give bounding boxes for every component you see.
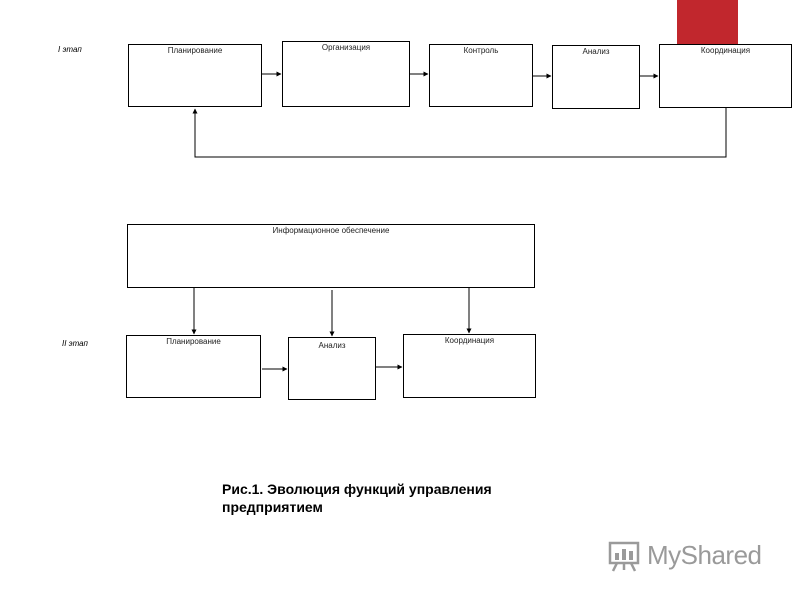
stage1-box-analysis-label: Анализ xyxy=(582,47,610,56)
stage2-box-analysis: Анализ xyxy=(288,337,376,400)
stage2-box-planning-label: Планирование xyxy=(166,337,221,346)
red-corner-decoration xyxy=(677,0,738,48)
stage2-box-planning: Планирование xyxy=(126,335,261,398)
stage1-box-coordination: Координация xyxy=(659,44,792,108)
feedback-loop-arrow xyxy=(192,108,727,158)
stage1-box-control-label: Контроль xyxy=(463,46,499,55)
stage2-box-analysis-label: Анализ xyxy=(318,341,346,350)
stage1-box-planning-label: Планирование xyxy=(167,46,223,55)
watermark-text: MyShared xyxy=(647,539,762,570)
stage2-box-info-support: Информационное обеспечение xyxy=(127,224,535,288)
stage-2-label: II этап xyxy=(62,339,88,348)
figure-caption: Рис.1. Эволюция функций управления предп… xyxy=(222,481,492,515)
stage2-box-info-support-label: Информационное обеспечение xyxy=(272,226,390,235)
presentation-board-icon xyxy=(608,541,640,572)
stage1-box-analysis: Анализ xyxy=(552,45,640,109)
watermark: MyShared xyxy=(607,538,762,572)
stage1-box-organization: Организация xyxy=(282,41,410,107)
stage2-box-coordination-label: Координация xyxy=(444,336,495,345)
stage1-box-coordination-label: Координация xyxy=(700,46,751,55)
stage1-box-organization-label: Организация xyxy=(321,43,371,52)
stage-1-label: I этап xyxy=(58,45,82,54)
stage1-box-planning: Планирование xyxy=(128,44,262,107)
stage1-box-control: Контроль xyxy=(429,44,533,107)
stage2-box-coordination: Координация xyxy=(403,334,536,398)
